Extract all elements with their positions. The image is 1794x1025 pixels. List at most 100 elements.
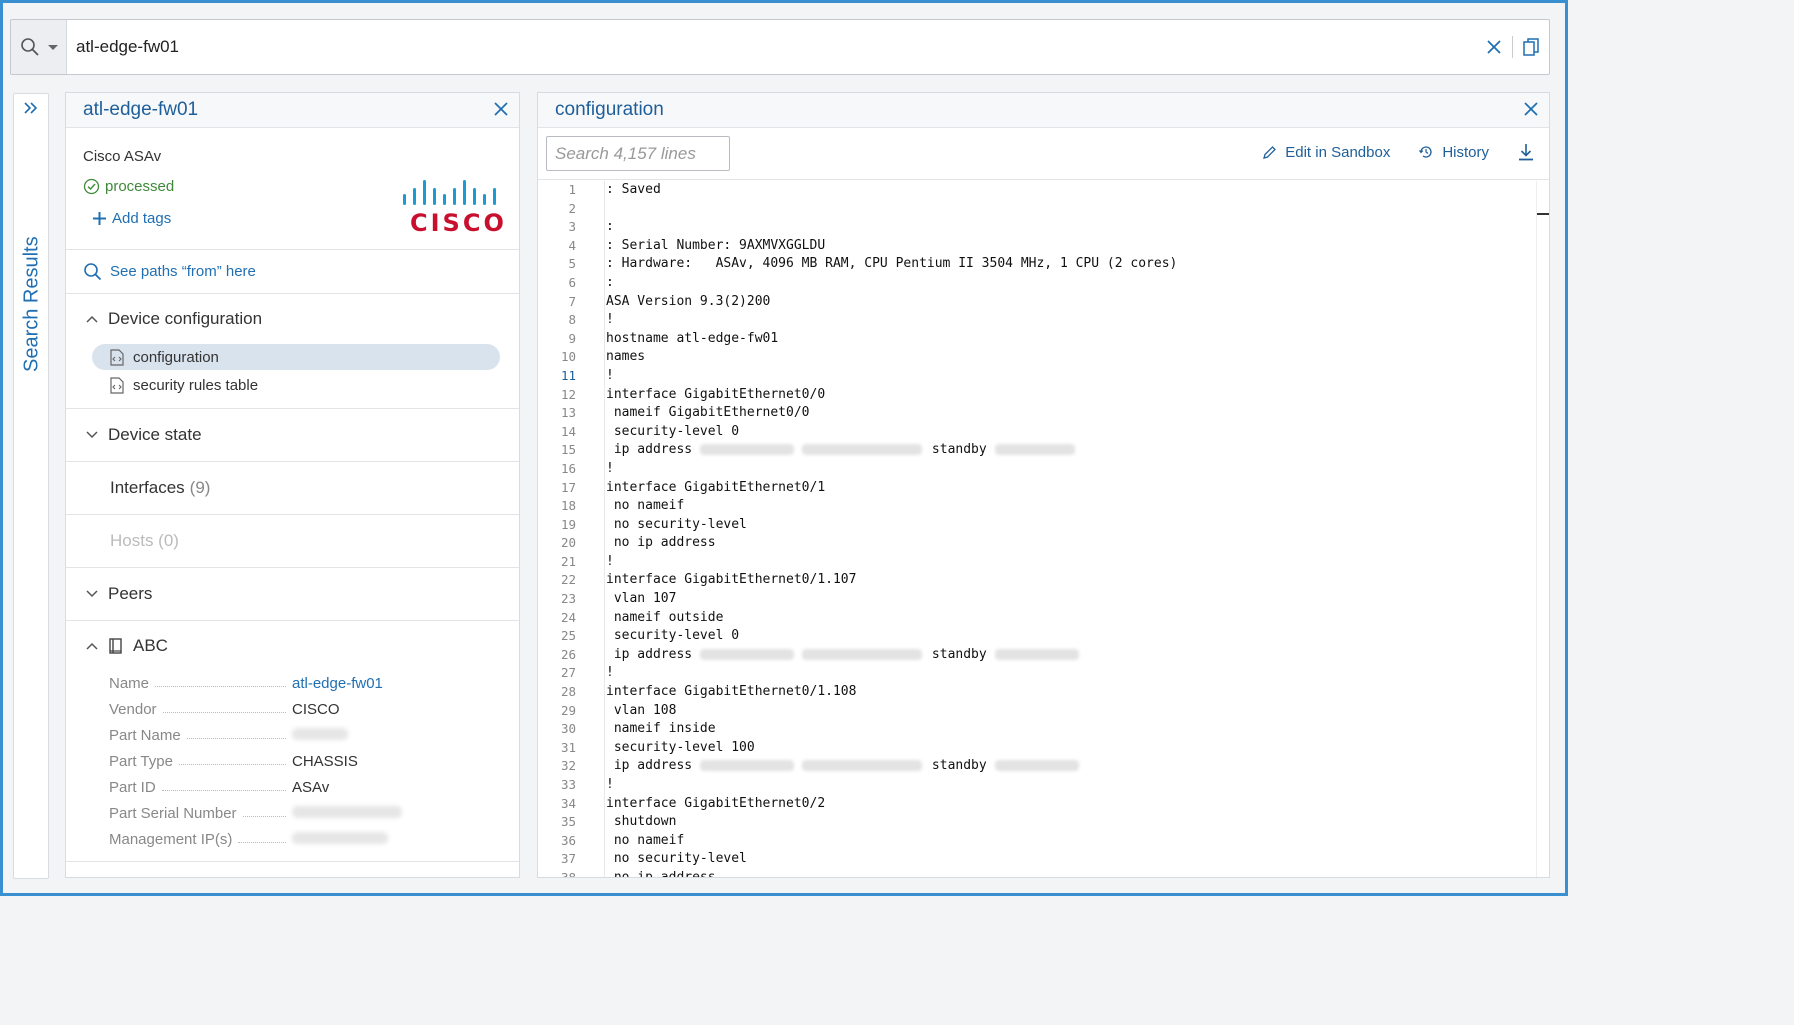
line-number: 6 bbox=[568, 274, 576, 290]
code-file-icon bbox=[110, 376, 124, 394]
cisco-logo: CISCO bbox=[401, 180, 504, 240]
interfaces-label: Interfaces bbox=[110, 478, 185, 497]
edit-in-sandbox-button[interactable]: Edit in Sandbox bbox=[1262, 144, 1390, 161]
line-number: 34 bbox=[560, 795, 576, 811]
line-number: 37 bbox=[560, 851, 576, 867]
close-icon bbox=[1487, 40, 1501, 54]
line-number: 38 bbox=[560, 869, 576, 878]
peers-header[interactable]: Peers bbox=[66, 568, 519, 620]
line-number: 9 bbox=[568, 330, 576, 346]
history-icon bbox=[1419, 146, 1432, 158]
line-number: 24 bbox=[560, 609, 576, 625]
line-number: 21 bbox=[560, 553, 576, 569]
tree-item-security-rules-table[interactable]: security rules table bbox=[92, 372, 500, 398]
chevron-down-icon bbox=[86, 590, 98, 598]
line-number: 18 bbox=[560, 498, 576, 514]
copy-icon bbox=[1523, 38, 1539, 56]
code-line: ! bbox=[606, 460, 614, 476]
line-number: 26 bbox=[560, 646, 576, 662]
configuration-title: configuration bbox=[555, 99, 664, 120]
code-line: nameif inside bbox=[606, 721, 716, 737]
code-line: : Serial Number: 9AXMVXGGLDU bbox=[606, 237, 826, 253]
clear-search-button[interactable] bbox=[1476, 20, 1512, 74]
redacted-ip bbox=[802, 760, 923, 772]
global-search-bar: atl-edge-fw01 bbox=[10, 19, 1550, 75]
copy-button[interactable] bbox=[1513, 20, 1549, 74]
code-line: interface GigabitEthernet0/1 bbox=[606, 479, 826, 495]
config-search-input[interactable]: Search 4,157 lines bbox=[546, 136, 730, 171]
expand-icon[interactable] bbox=[22, 100, 40, 116]
line-number: 32 bbox=[560, 758, 576, 774]
line-number: 14 bbox=[560, 423, 576, 439]
search-icon bbox=[20, 38, 39, 56]
line-number: 4 bbox=[568, 237, 576, 253]
code-line: : bbox=[606, 219, 614, 235]
code-line: nameif GigabitEthernet0/0 bbox=[606, 405, 810, 421]
add-tags-button[interactable]: Add tags bbox=[93, 210, 171, 227]
search-mode-dropdown[interactable] bbox=[11, 20, 67, 74]
code-line: : Hardware: ASAv, 4096 MB RAM, CPU Penti… bbox=[606, 256, 1178, 272]
scrollbar[interactable] bbox=[1536, 181, 1549, 877]
hosts-header: Hosts (0) bbox=[66, 515, 519, 567]
tree-item-configuration[interactable]: configuration bbox=[92, 344, 500, 370]
truncated-section bbox=[66, 862, 519, 877]
line-number: 15 bbox=[560, 442, 576, 458]
line-number: 2 bbox=[568, 200, 576, 216]
line-number: 30 bbox=[560, 721, 576, 737]
device-model: Cisco ASAv bbox=[83, 148, 162, 165]
code-line: ip address standby bbox=[606, 441, 1549, 460]
line-number: 23 bbox=[560, 591, 576, 607]
hosts-label: Hosts (0) bbox=[110, 531, 179, 550]
line-number: 8 bbox=[568, 312, 576, 328]
device-configuration-header[interactable]: Device configuration bbox=[66, 294, 519, 344]
logo-text: CISCO bbox=[410, 209, 503, 235]
search-results-tab[interactable]: Search Results bbox=[20, 236, 43, 372]
redacted-ip bbox=[802, 648, 923, 660]
field-key: Management IP(s) bbox=[109, 831, 233, 848]
field-value: CHASSIS bbox=[292, 753, 358, 770]
code-line: no nameif bbox=[606, 832, 685, 848]
code-line: interface GigabitEthernet0/1.107 bbox=[606, 572, 857, 588]
interfaces-header[interactable]: Interfaces (9) bbox=[66, 462, 519, 514]
toolbar-actions: Edit in Sandbox History bbox=[1262, 143, 1535, 161]
line-number: 29 bbox=[560, 702, 576, 718]
line-number: 27 bbox=[560, 665, 576, 681]
code-line: ! bbox=[606, 665, 614, 681]
dotted-leader bbox=[179, 764, 286, 765]
book-icon bbox=[109, 637, 122, 654]
search-input[interactable]: atl-edge-fw01 bbox=[76, 37, 180, 56]
section-title: Device state bbox=[108, 425, 202, 444]
download-icon bbox=[1519, 144, 1533, 161]
code-line: no ip address bbox=[606, 535, 716, 551]
field-value[interactable]: atl-edge-fw01 bbox=[292, 675, 383, 692]
configuration-panel-header: configuration bbox=[538, 93, 1549, 128]
line-number: 5 bbox=[568, 256, 576, 272]
field-value bbox=[292, 727, 348, 744]
see-paths-link[interactable]: See paths “from” here bbox=[66, 250, 519, 294]
code-line: names bbox=[606, 349, 646, 365]
device-state-section: Device state bbox=[66, 409, 519, 462]
interfaces-section: Interfaces (9) bbox=[66, 462, 519, 515]
search-icon bbox=[84, 263, 102, 281]
hosts-section: Hosts (0) bbox=[66, 515, 519, 568]
code-line: : Saved bbox=[606, 182, 661, 197]
line-number: 35 bbox=[560, 814, 576, 830]
code-line: nameif outside bbox=[606, 609, 724, 625]
line-number: 36 bbox=[560, 832, 576, 848]
abc-header[interactable]: ABC bbox=[66, 621, 519, 671]
close-icon[interactable] bbox=[1523, 101, 1539, 117]
code-line: no security-level bbox=[606, 851, 747, 867]
download-button[interactable] bbox=[1517, 143, 1535, 161]
code-line: ip address standby bbox=[606, 757, 1549, 776]
redacted-ip bbox=[994, 760, 1079, 772]
search-results-rail: Search Results bbox=[13, 93, 49, 879]
device-state-header[interactable]: Device state bbox=[66, 409, 519, 461]
section-title: Device configuration bbox=[108, 309, 263, 328]
close-icon[interactable] bbox=[493, 101, 509, 117]
dotted-leader bbox=[238, 842, 286, 843]
history-button[interactable]: History bbox=[1418, 144, 1489, 161]
